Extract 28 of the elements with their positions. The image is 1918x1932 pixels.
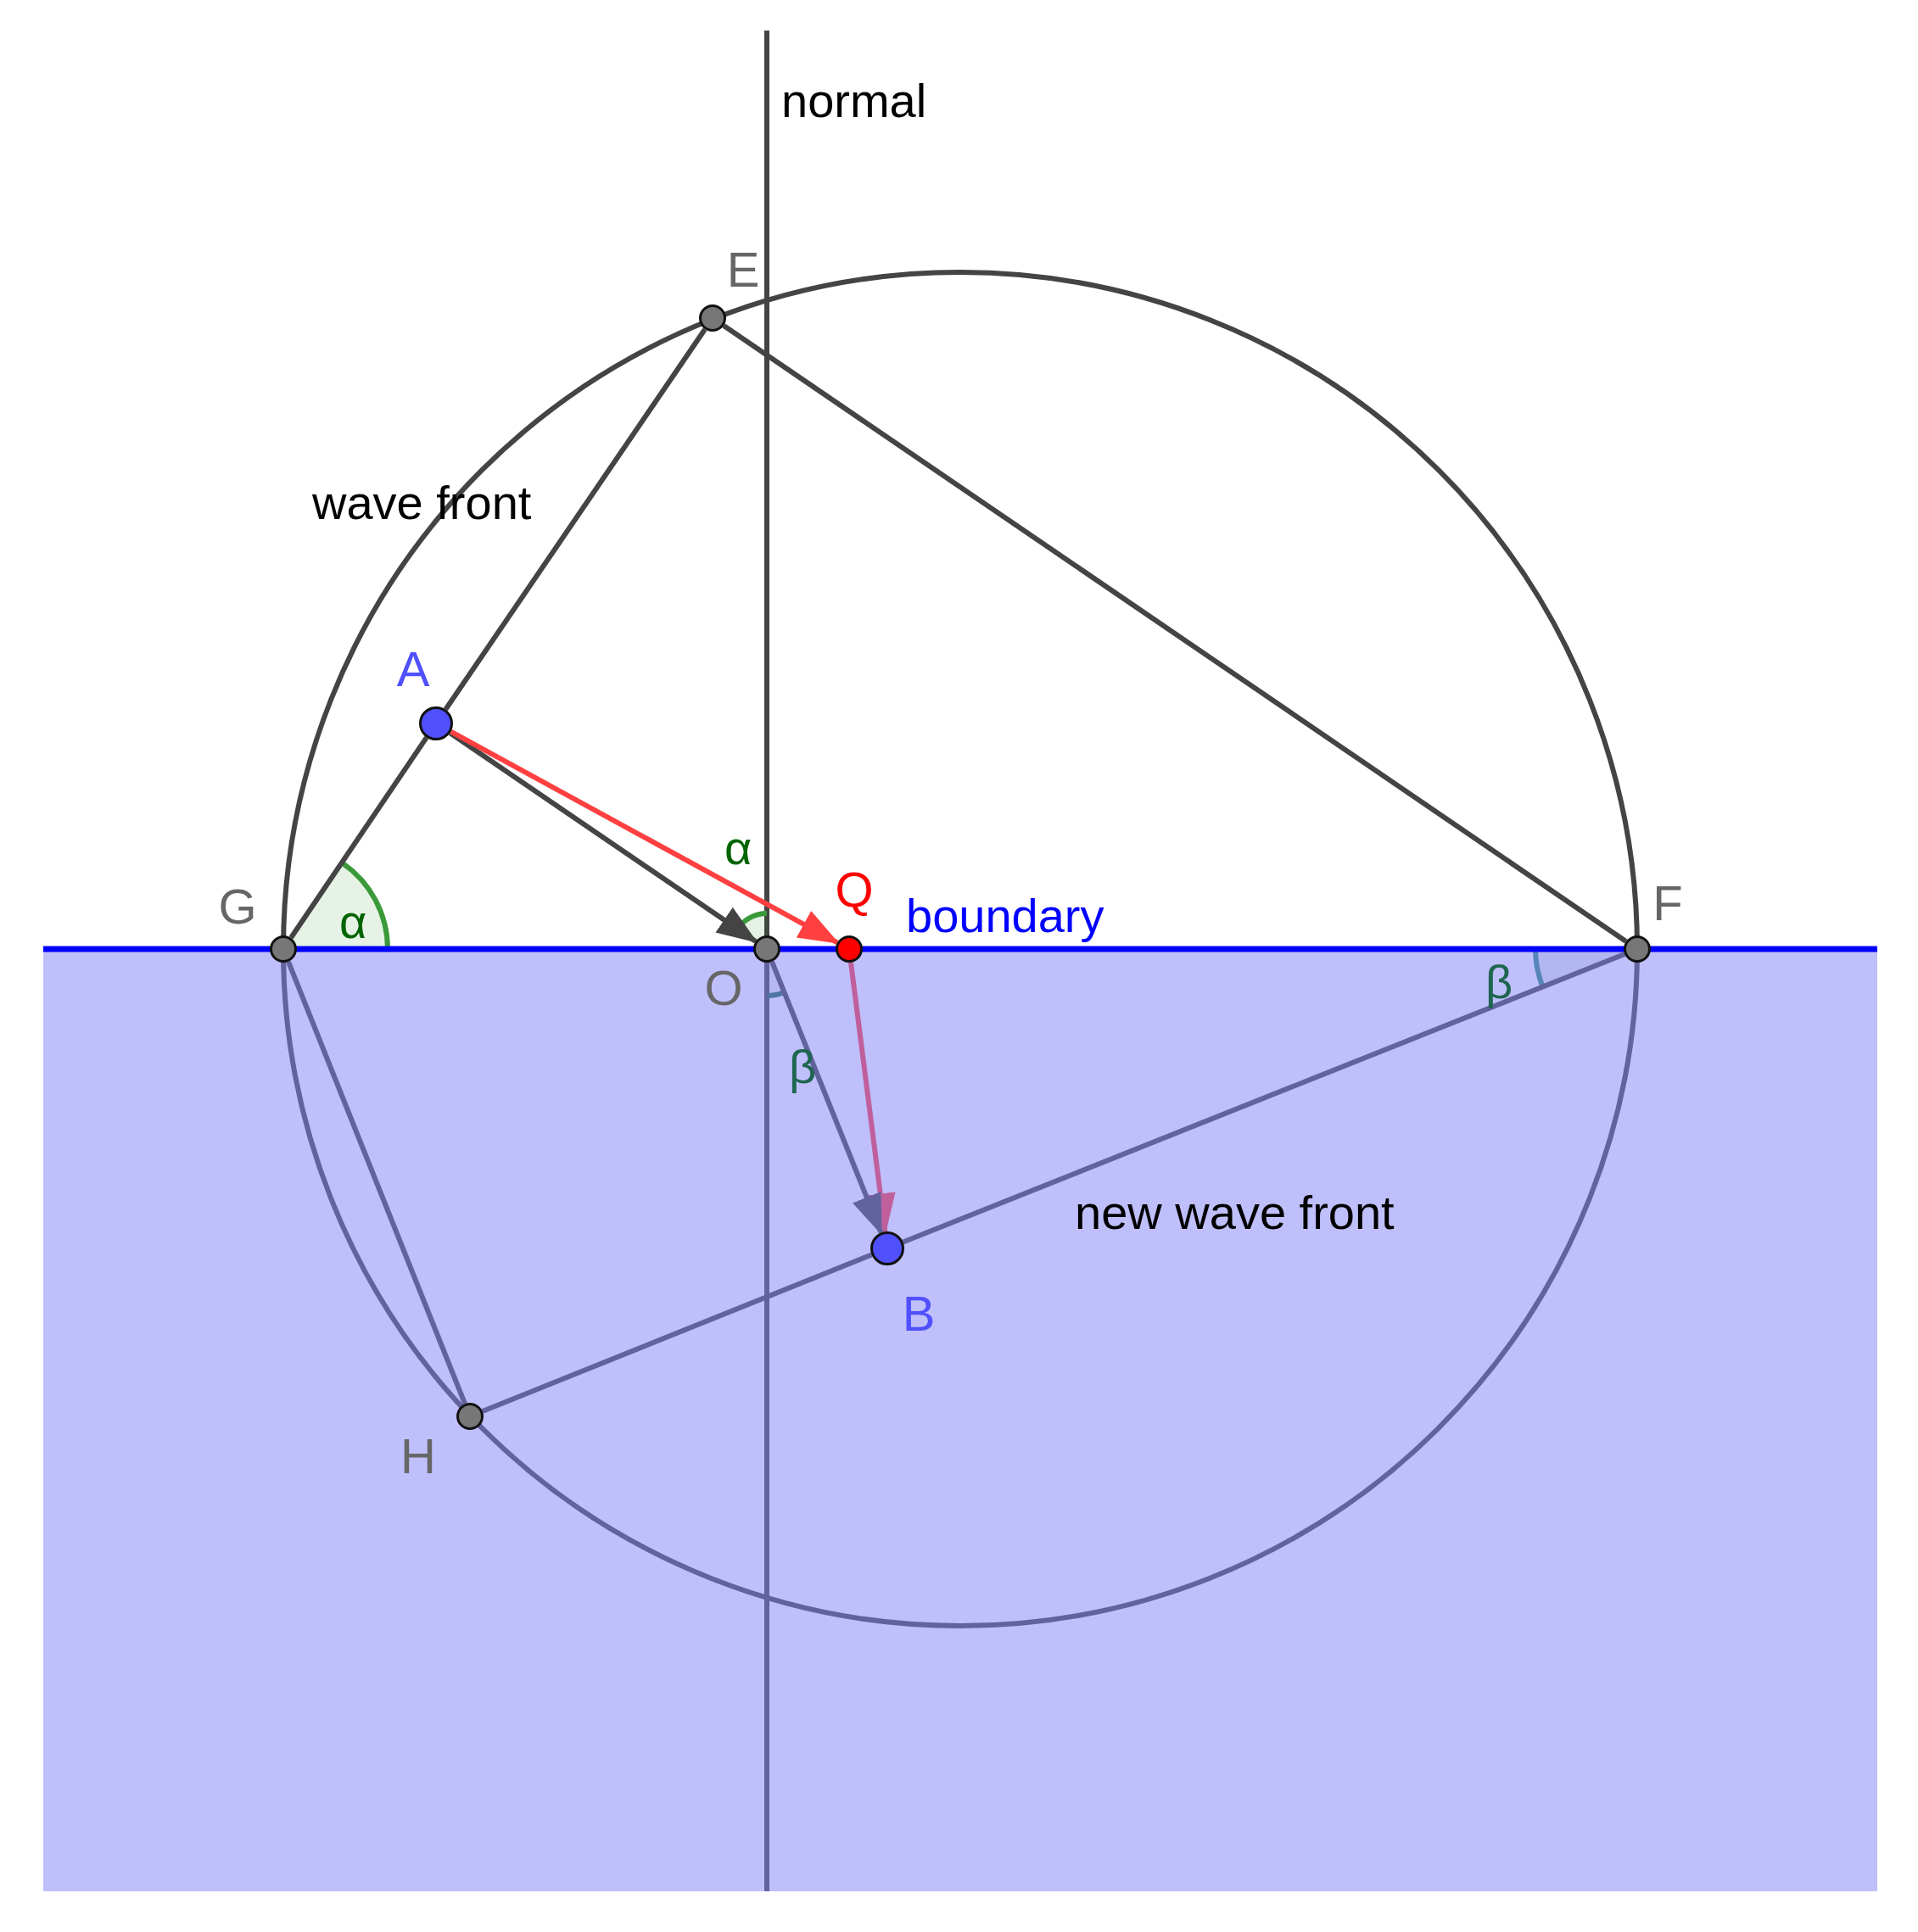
line-segment: [288, 735, 429, 940]
angle-label: α: [339, 898, 367, 946]
point-marker: [870, 1231, 904, 1265]
point-label: G: [218, 882, 257, 931]
point-marker: [456, 1403, 484, 1430]
line-segment: [286, 960, 467, 1405]
line-segment: [481, 1252, 873, 1414]
line-label: new wave front: [1075, 1189, 1395, 1237]
line-label: normal: [781, 77, 927, 125]
line-segment: [722, 323, 1628, 944]
point-marker: [1624, 935, 1651, 963]
point-marker: [836, 935, 863, 963]
arrow: [450, 729, 840, 945]
point-marker: [270, 935, 297, 963]
angle-label: α: [724, 824, 752, 872]
arrow: [769, 960, 884, 1236]
point-label: E: [726, 245, 760, 294]
line-segment: [902, 952, 1626, 1245]
point-marker: [419, 706, 453, 740]
point-label: F: [1652, 879, 1683, 928]
point-label: B: [902, 1289, 936, 1338]
point-label: Q: [835, 865, 874, 914]
line-segment: [443, 327, 707, 712]
point-label: H: [400, 1432, 436, 1481]
point-marker: [753, 935, 780, 963]
point-label: A: [396, 645, 430, 694]
point-label: O: [704, 963, 743, 1013]
point-marker: [699, 304, 726, 332]
